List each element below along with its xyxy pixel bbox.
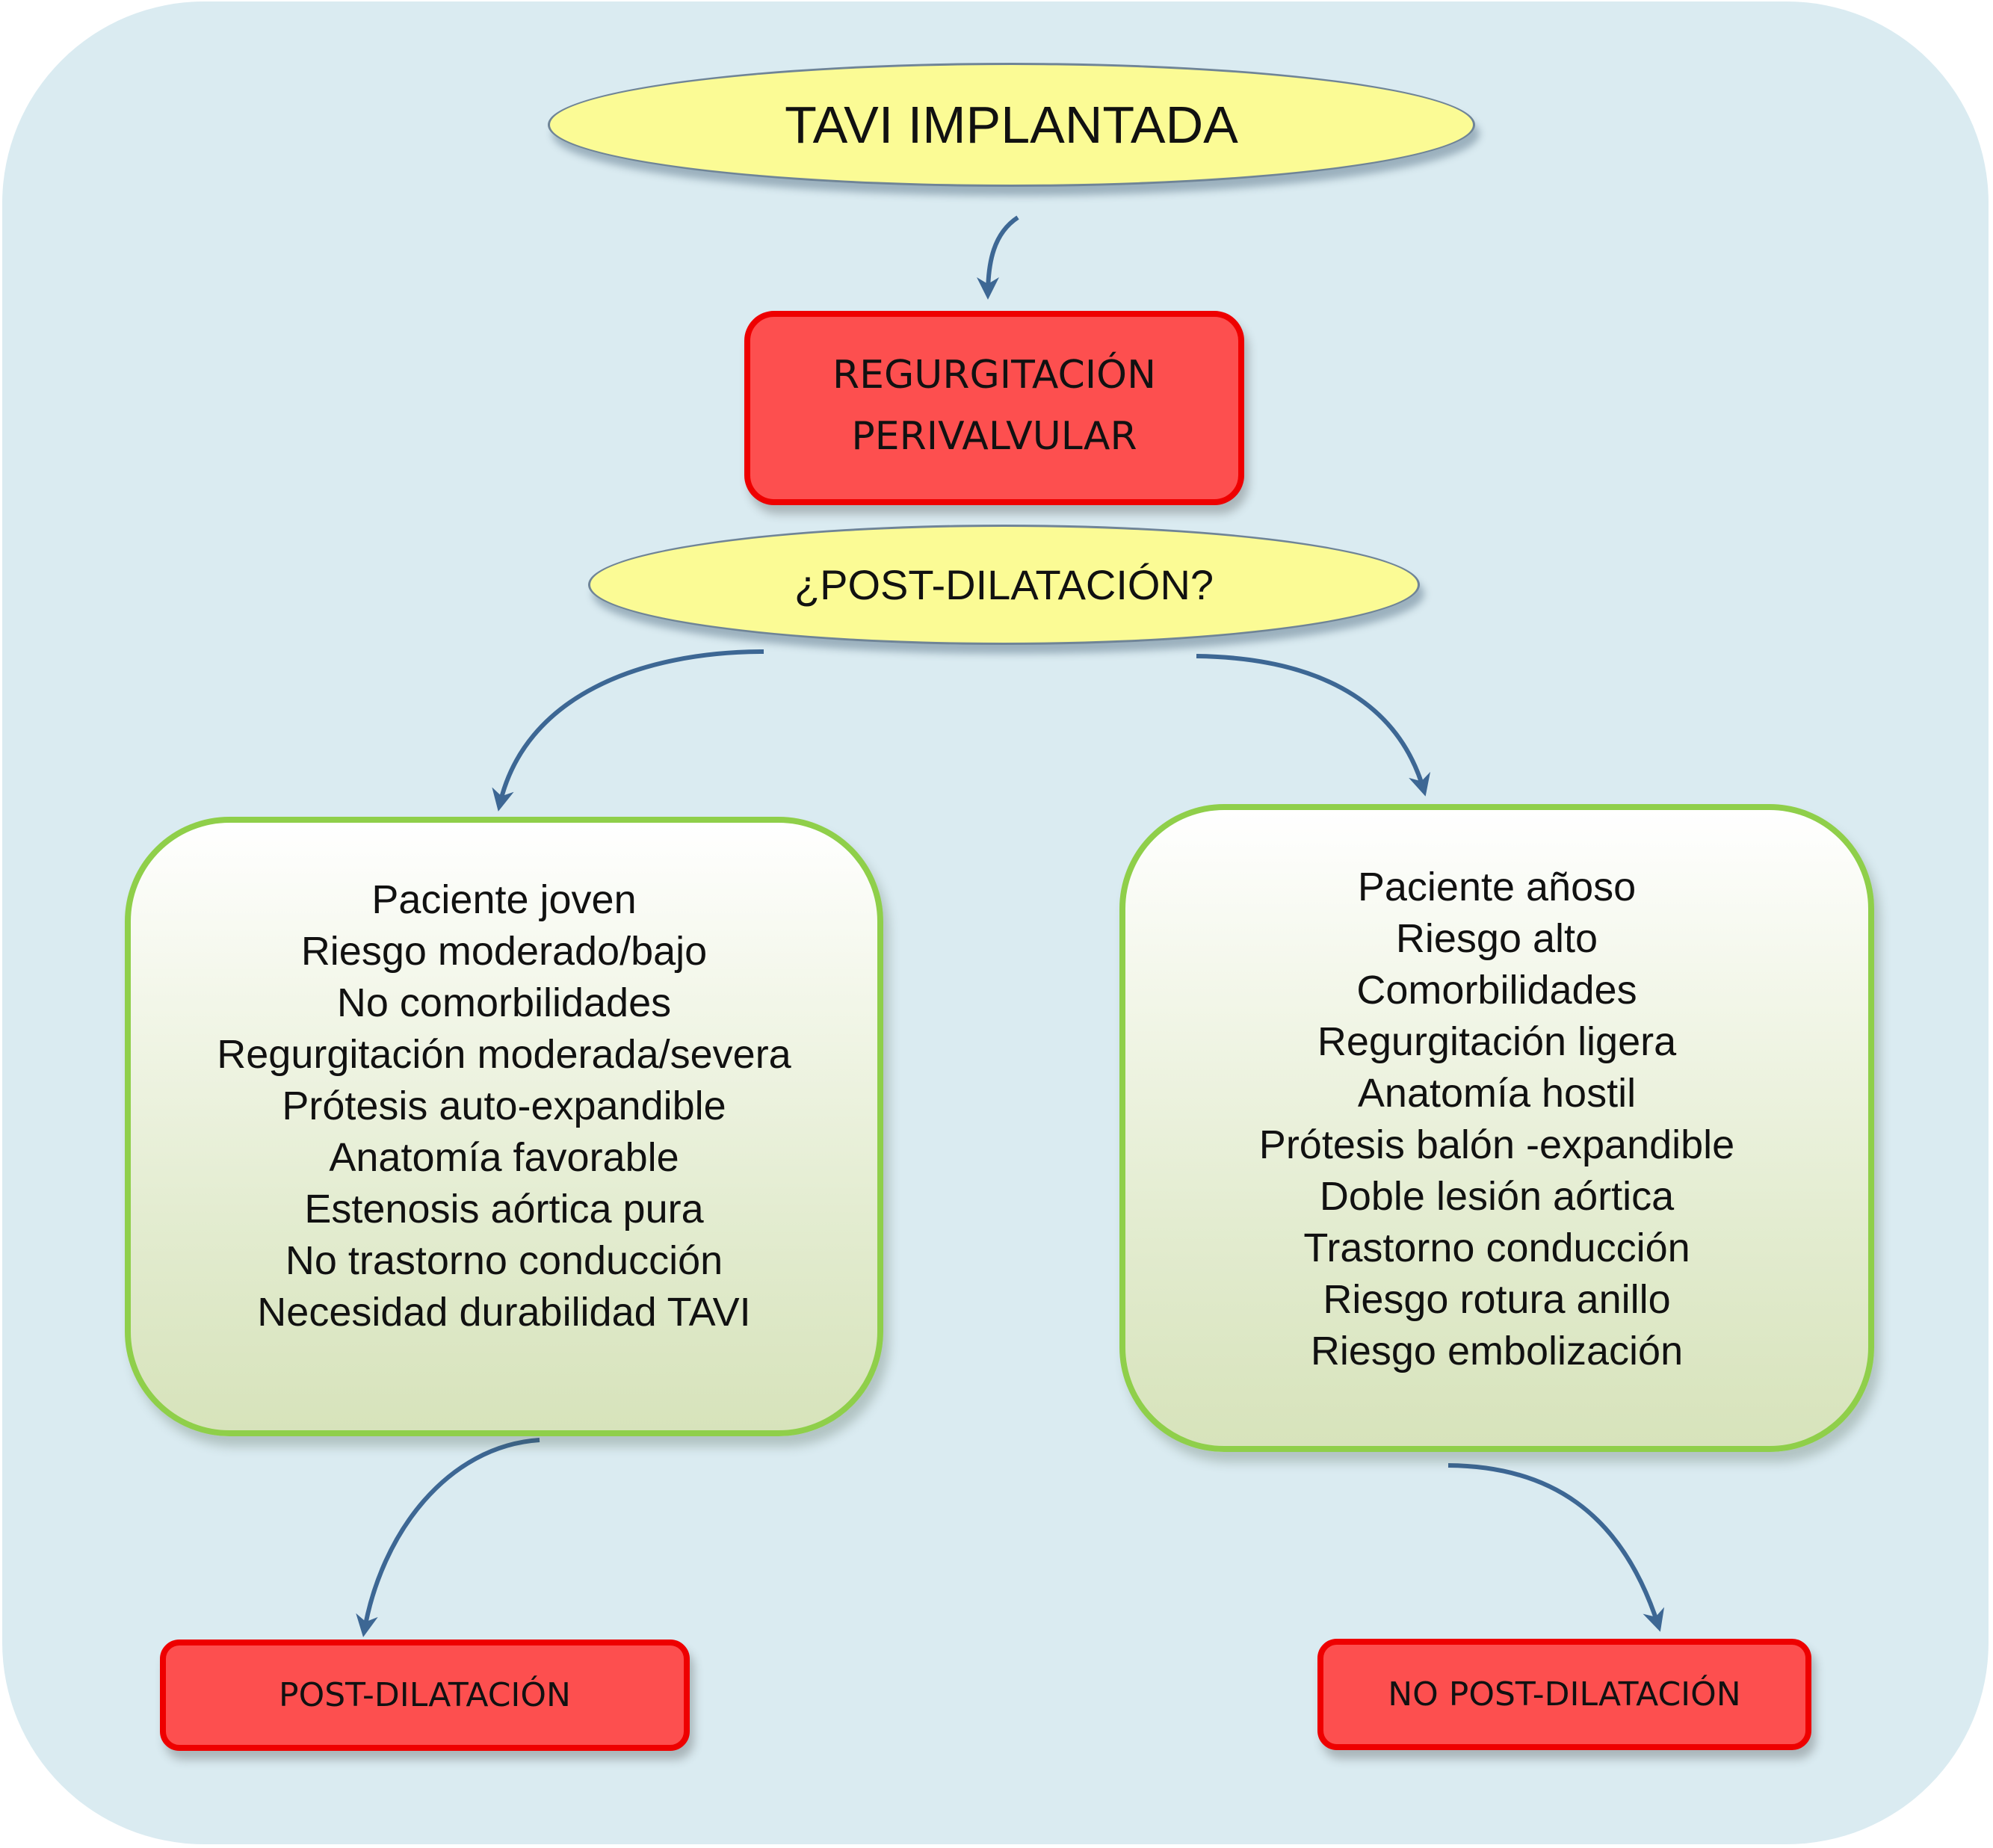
criteria-item: Trastorno conducción [1303,1226,1690,1270]
arrow-question-to-right [1196,654,1431,797]
criteria-item: Regurgitación moderada/severa [217,1032,791,1077]
criteria-item: Regurgitación ligera [1317,1019,1677,1064]
decision-node: ¿POST-DILATACIÓN? [588,525,1420,645]
criteria-box-unfavorable: Paciente añoso Riesgo alto Comorbilidade… [1119,804,1874,1452]
problem-node: REGURGITACIÓN PERIVALVULAR [744,311,1244,505]
outcome-node-no-postdilatacion: NO POST-DILATACIÓN [1317,1639,1811,1750]
criteria-item: Comorbilidades [1356,968,1637,1013]
problem-node-line2: PERIVALVULAR [851,414,1137,459]
criteria-item: Anatomía favorable [329,1135,679,1180]
start-node: TAVI IMPLANTADA [548,63,1475,187]
criteria-item: Riesgo embolización [1310,1329,1684,1373]
arrow-right-to-no-postdilatacion [1447,1463,1665,1632]
criteria-item: No trastorno conducción [285,1238,723,1283]
criteria-item: Paciente añoso [1357,865,1637,909]
outcome-label: NO POST-DILATACIÓN [1388,1675,1741,1713]
decision-node-label: ¿POST-DILATACIÓN? [794,561,1214,608]
problem-node-line1: REGURGITACIÓN [832,353,1156,398]
arrow-start-to-problem [977,215,1019,300]
criteria-item: Prótesis balón -expandible [1258,1122,1735,1167]
criteria-item: Riesgo rotura anillo [1323,1277,1671,1322]
criteria-box-favorable: Paciente joven Riesgo moderado/bajo No c… [125,817,883,1436]
criteria-item: Necesidad durabilidad TAVI [257,1290,751,1335]
criteria-item: Estenosis aórtica pura [304,1187,704,1232]
criteria-item: Doble lesión aórtica [1319,1174,1675,1219]
criteria-item: Prótesis auto-expandible [282,1084,726,1128]
criteria-item: Paciente joven [371,877,637,922]
arrow-left-to-postdilatacion [356,1438,540,1637]
criteria-item: No comorbilidades [336,980,672,1025]
criteria-item: Riesgo moderado/bajo [300,929,708,974]
outcome-label: POST-DILATACIÓN [279,1676,571,1714]
criteria-item: Anatomía hostil [1357,1071,1637,1116]
start-node-label: TAVI IMPLANTADA [785,96,1238,154]
outcome-node-postdilatacion: POST-DILATACIÓN [160,1640,690,1751]
criteria-item: Riesgo alto [1395,916,1598,961]
arrow-question-to-left [492,649,764,812]
